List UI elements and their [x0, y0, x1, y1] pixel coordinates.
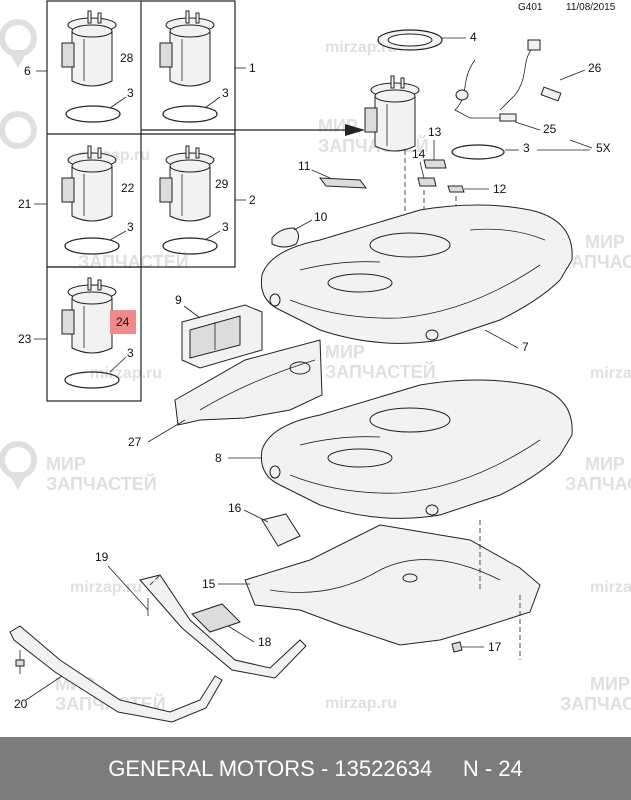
callout-29: 29	[215, 177, 229, 191]
callout-21: 21	[18, 197, 32, 211]
callout-16: 16	[228, 501, 242, 515]
fuel-tank-upper-part	[260, 204, 573, 344]
callout-3: 3	[127, 86, 134, 100]
watermark-text: ЗАПЧАСТЕЙ	[46, 473, 157, 494]
watermark-text: mirzap.ru	[590, 579, 631, 596]
callout-26: 26	[588, 61, 602, 75]
callout-2: 2	[249, 193, 256, 207]
callout-3: 3	[523, 141, 530, 155]
callout-7: 7	[522, 340, 529, 354]
watermark-text: ЗАПЧАСТЕЙ	[325, 361, 436, 382]
callout-13: 13	[428, 125, 442, 139]
callout-22: 22	[121, 181, 135, 195]
watermark-text: ЗАПЧАСТЕЙ	[565, 473, 631, 494]
watermark-text: МИР	[46, 454, 86, 474]
arrow-head-icon	[345, 124, 365, 136]
callout-3: 3	[222, 220, 229, 234]
watermark-text: mirzap.ru	[590, 365, 631, 382]
callout-27: 27	[128, 435, 142, 449]
callout-10: 10	[314, 210, 328, 224]
callout-25: 25	[543, 122, 557, 136]
callout-9: 9	[175, 293, 182, 307]
heat-shield-part	[174, 339, 323, 426]
fuel-level-sensor-part	[454, 39, 562, 122]
callout-24-highlighted: 24	[116, 315, 130, 329]
callout-6: 6	[24, 64, 31, 78]
callout-18: 18	[258, 635, 272, 649]
diagram-code: G401	[518, 2, 543, 13]
callout-3: 3	[127, 220, 134, 234]
watermark-text: МИР	[585, 232, 625, 252]
watermark-text: МИР	[590, 674, 630, 694]
callout-14: 14	[412, 147, 426, 161]
pump-module-box-lower	[46, 266, 142, 402]
callout-20: 20	[14, 697, 28, 711]
insulation-pads	[318, 159, 465, 193]
lock-ring-part	[377, 29, 443, 51]
callout-11: 11	[298, 159, 311, 173]
callout-1: 1	[249, 61, 256, 75]
tank-straps-part	[9, 574, 307, 723]
watermark-logo-icon	[0, 19, 37, 68]
callout-5x: 5X	[596, 141, 611, 155]
fuel-cap-part	[271, 227, 300, 248]
callout-3: 3	[222, 86, 229, 100]
bolt-part	[451, 641, 463, 653]
watermark-text: ЗАПЧАСТЕЙ	[560, 693, 631, 714]
watermark-logo-icon	[0, 111, 37, 149]
callout-15: 15	[202, 577, 216, 591]
seal-ring-part	[451, 144, 505, 160]
watermark-text: МИР	[325, 342, 365, 362]
watermark-text: МИР	[585, 454, 625, 474]
callout-28: 28	[120, 51, 134, 65]
callout-8: 8	[215, 451, 222, 465]
fuel-tank-lower-part	[260, 379, 573, 519]
highlight-box	[110, 310, 136, 334]
callout-23: 23	[18, 332, 32, 346]
watermark-logo-icon	[0, 441, 37, 490]
bracket-part	[261, 513, 301, 547]
watermark-text: mirzap.ru	[325, 695, 397, 712]
diagram-date: 11/08/2015	[566, 2, 616, 13]
watermark-text: ЗАПЧАСТЕЙ	[560, 251, 631, 272]
callout-19: 19	[95, 550, 109, 564]
callout-3: 3	[127, 346, 134, 360]
callout-17: 17	[488, 640, 502, 654]
fuel-tank-exploded-diagram: mirzap.ru МИР ЗАПЧАСТЕЙ mirzap.ru МИР ЗА…	[0, 0, 631, 723]
underbody-shield-part	[244, 524, 541, 646]
watermark-text: mirzap.ru	[70, 579, 142, 596]
part-number-footer: GENERAL MOTORS - 13522634 N - 24	[0, 737, 631, 800]
control-module-part	[181, 304, 263, 369]
callout-4: 4	[470, 30, 477, 44]
watermark-text: mirzap.ru	[90, 365, 162, 382]
pump-module-panel	[46, 0, 236, 402]
callout-12: 12	[493, 182, 507, 196]
part-number-text: GENERAL MOTORS - 13522634 N - 24	[108, 755, 523, 781]
